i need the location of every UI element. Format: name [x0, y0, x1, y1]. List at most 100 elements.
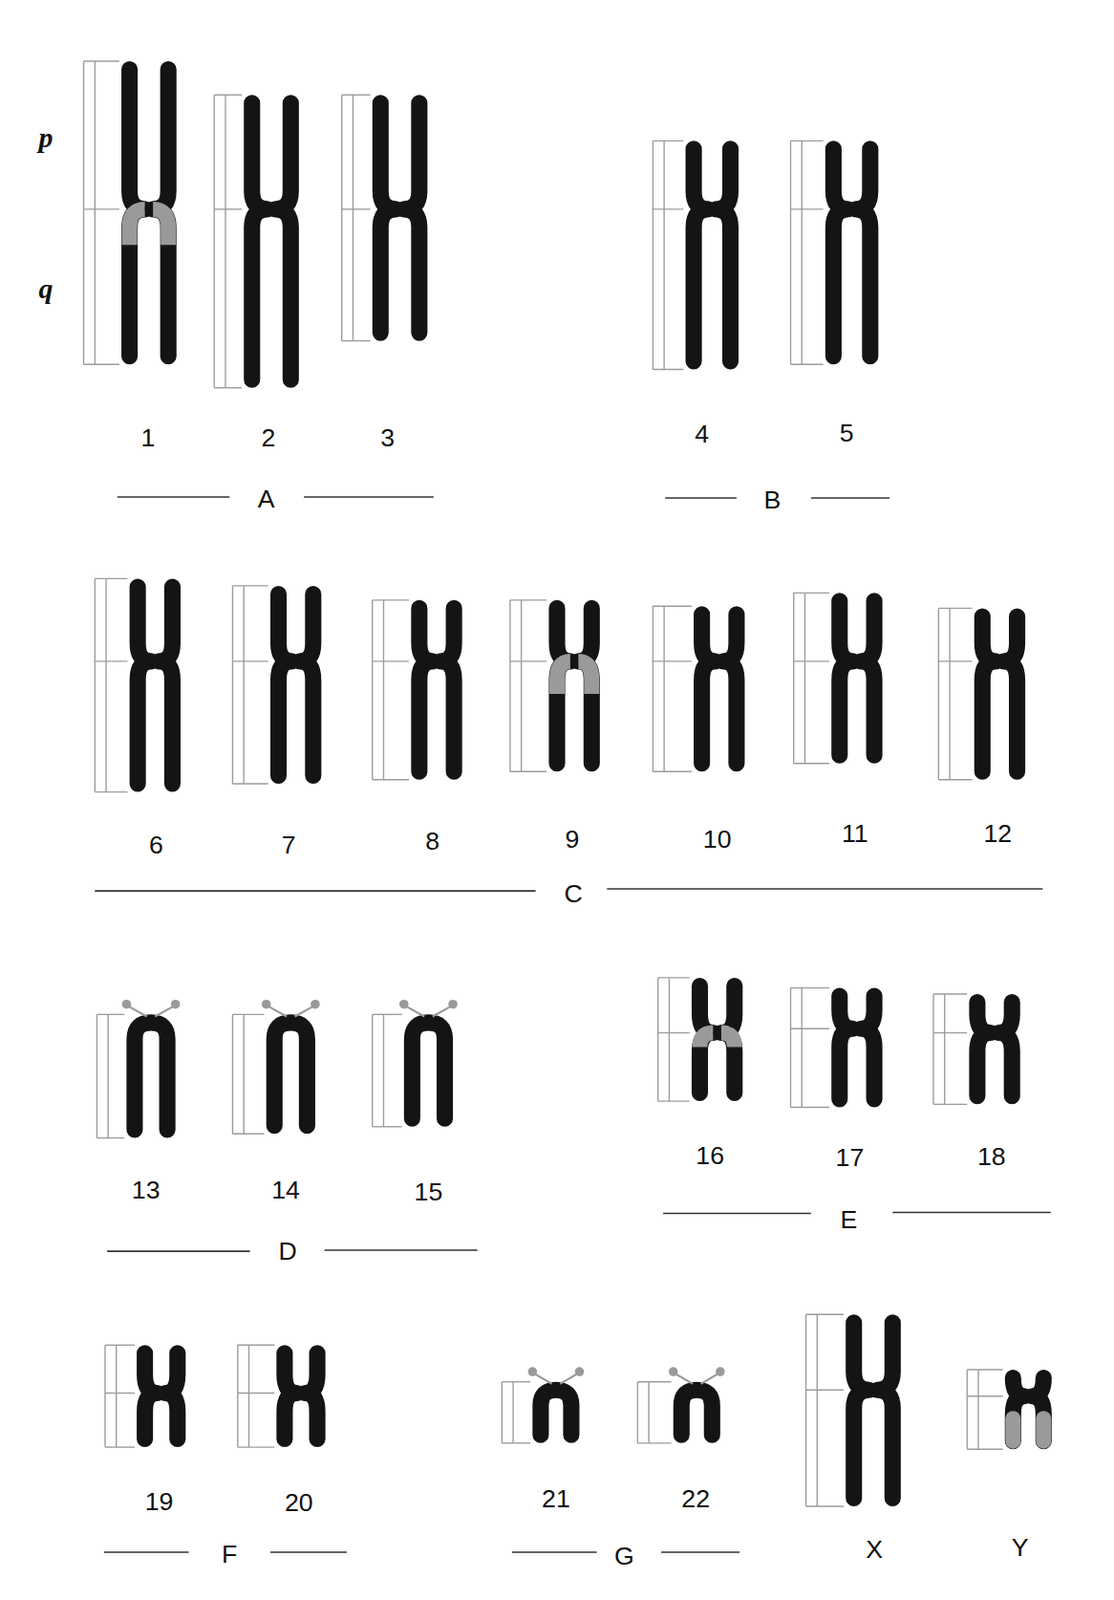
- chromatid: [284, 1352, 298, 1439]
- chromatid: [839, 600, 854, 755]
- ruler-tick: [510, 660, 547, 662]
- ruler-tick: [237, 1445, 275, 1447]
- satellite: [310, 999, 321, 1009]
- ruler-tick: [933, 1103, 967, 1105]
- ruler-line: [104, 1344, 106, 1447]
- ruler-tick: [96, 1136, 125, 1138]
- satellite: [715, 1366, 726, 1376]
- group-letter: F: [221, 1541, 237, 1567]
- chromosome-symbol: X: [865, 1536, 883, 1563]
- chromatid: [419, 607, 433, 772]
- ruler-line: [341, 94, 343, 341]
- group-rule: [303, 495, 434, 498]
- ruler-tick: [237, 1344, 275, 1346]
- satellite-stalk: [559, 1372, 578, 1384]
- arm-label: q: [39, 274, 54, 303]
- satellite: [171, 999, 181, 1009]
- ruler-tick: [791, 140, 824, 142]
- group-letter: B: [763, 487, 781, 514]
- chromatid-arch: [411, 1022, 445, 1118]
- group-rule: [324, 1248, 478, 1251]
- ruler-line: [637, 1381, 639, 1443]
- ruler-tick: [652, 771, 692, 772]
- ruler-tick: [105, 1392, 135, 1393]
- ruler-line: [801, 987, 803, 1108]
- ruler-tick: [214, 94, 242, 96]
- chromatid: [693, 149, 708, 362]
- ruler-line: [652, 140, 654, 369]
- ruler-tick: [214, 208, 242, 210]
- chromatid: [982, 616, 996, 772]
- ruler-tick: [94, 791, 128, 793]
- chromatid-arch: [274, 1022, 307, 1126]
- satellite: [261, 999, 272, 1009]
- ruler-line: [94, 578, 96, 792]
- ruler-tick: [94, 660, 128, 662]
- chromatid: [252, 103, 268, 380]
- chromatid-arch: [540, 1389, 572, 1435]
- ruler-line: [352, 94, 354, 341]
- ruler-tick: [510, 771, 547, 772]
- chromosome-number: 17: [835, 1143, 865, 1170]
- ruler-tick: [652, 605, 692, 607]
- chromatid: [716, 149, 731, 362]
- ruler-tick: [933, 992, 967, 994]
- ruler-line: [232, 585, 234, 784]
- ruler-line: [236, 1344, 238, 1447]
- ruler-tick: [791, 1028, 831, 1029]
- ruler-line: [107, 1013, 108, 1137]
- heterochromatin-band: [699, 1032, 713, 1048]
- group-rule: [104, 1550, 190, 1553]
- ruler-line: [663, 140, 665, 369]
- ruler-line: [105, 578, 107, 792]
- chromatid: [578, 607, 592, 763]
- chromosome-number: 21: [541, 1484, 571, 1511]
- ruler-line: [248, 1344, 250, 1447]
- group-rule: [892, 1211, 1051, 1214]
- chromosome-number: 16: [695, 1141, 725, 1168]
- ruler-line: [214, 94, 215, 387]
- chromatid: [877, 1322, 893, 1499]
- group-letter: A: [257, 486, 276, 513]
- satellite-stalk: [675, 1372, 693, 1384]
- group-letter: C: [563, 880, 582, 907]
- ruler-line: [801, 140, 803, 365]
- ruler-line: [96, 1013, 98, 1137]
- arm-label: p: [39, 123, 54, 152]
- ruler-tick: [105, 1344, 135, 1346]
- satellite: [448, 999, 458, 1009]
- chromatid: [137, 586, 151, 784]
- ruler-tick: [793, 762, 830, 764]
- ruler-line: [232, 1013, 234, 1134]
- group-letter: D: [278, 1238, 297, 1264]
- chromatid: [380, 103, 396, 333]
- chromosome-number: 2: [260, 425, 276, 451]
- ruler-tick: [938, 607, 972, 609]
- chromosome-number: 20: [284, 1488, 314, 1515]
- chromosome-number: 18: [977, 1142, 1007, 1169]
- ruler-line: [520, 599, 522, 772]
- chromatid: [833, 149, 848, 357]
- ruler-tick: [658, 976, 690, 978]
- ruler-tick: [501, 1441, 531, 1443]
- ruler-line: [652, 605, 654, 772]
- group-rule: [606, 887, 1043, 890]
- ruler-tick: [372, 1125, 403, 1127]
- ruler-line: [243, 1013, 245, 1134]
- ruler-tick: [806, 1313, 845, 1315]
- chromosome-number: 10: [703, 825, 732, 852]
- chromatid: [721, 985, 735, 1093]
- ruler-line: [804, 592, 806, 763]
- chromatid: [860, 995, 875, 1099]
- chromatid: [723, 614, 737, 764]
- heterochromatin-band: [129, 209, 146, 245]
- chromatid: [304, 1352, 318, 1439]
- satellite-stalk: [268, 1006, 287, 1017]
- ruler-tick: [637, 1380, 671, 1382]
- chromatid: [278, 593, 293, 775]
- chromosome-number: 4: [694, 420, 709, 447]
- chromatid: [275, 103, 291, 380]
- ruler-tick: [966, 1448, 1003, 1450]
